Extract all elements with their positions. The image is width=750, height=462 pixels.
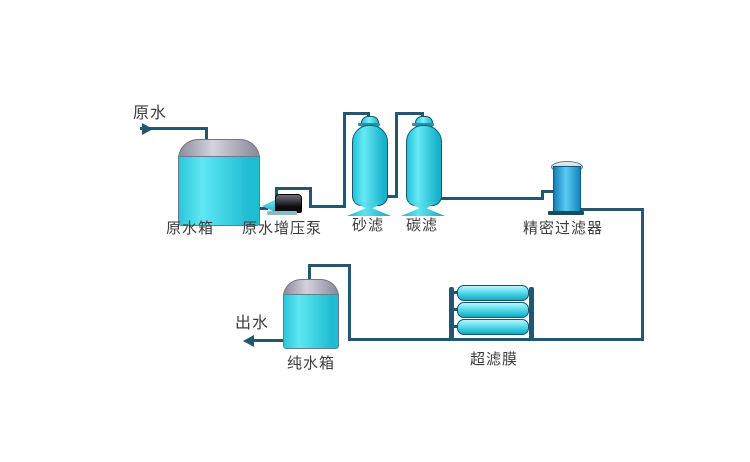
- pipe-pump-elbow-v1: [275, 187, 278, 197]
- pipe-precision-out-h: [577, 208, 644, 211]
- label-sand-filter: 砂滤: [351, 217, 384, 234]
- membrane-manifold-left: [449, 287, 454, 340]
- pipe-tank-to-pump: [256, 207, 268, 210]
- pipe-puretank-riser-v: [348, 264, 351, 341]
- pipe-puretank-stub-v: [308, 264, 311, 282]
- pipe-pump-to-riser: [309, 205, 346, 208]
- pure-water-tank-body: [283, 294, 339, 349]
- pipe-sand-riser-h: [343, 112, 370, 115]
- precision-filter-base: [548, 211, 584, 215]
- pipe-inlet-h: [140, 127, 208, 130]
- pipe-bottom-h: [348, 338, 644, 341]
- carbon-filter-vessel: [406, 125, 442, 206]
- membrane-cylinder-1: [457, 285, 529, 301]
- pipe-right-downcomer: [641, 208, 644, 341]
- raw-water-tank-body: [178, 156, 260, 226]
- pipe-precision-elbow-v: [541, 190, 544, 200]
- membrane-cylinder-2: [457, 302, 529, 318]
- label-precision-filter: 精密过滤器: [522, 220, 603, 237]
- pipe-pump-elbow-h1: [275, 187, 312, 190]
- membrane-stub: [452, 291, 459, 294]
- sand-filter-flange: [358, 123, 380, 126]
- label-pure-water-tank: 纯水箱: [286, 355, 335, 372]
- membrane-stub: [452, 308, 459, 311]
- inlet-flow-arrow: [142, 123, 153, 135]
- outlet-flow-arrow: [243, 335, 254, 347]
- label-uf-membrane: 超滤膜: [469, 351, 518, 368]
- label-raw-water-tank: 原水箱: [165, 220, 214, 237]
- carbon-filter-funnel: [401, 202, 445, 216]
- carbon-filter-flange: [412, 123, 434, 126]
- label-raw-water-inlet: 原水: [132, 105, 167, 122]
- pipe-puretank-top-h: [308, 264, 351, 267]
- precision-filter-body: [553, 166, 581, 215]
- membrane-manifold-right: [529, 287, 534, 340]
- label-carbon-filter: 碳滤: [405, 217, 438, 234]
- label-water-outlet: 出水: [234, 315, 269, 332]
- pipe-carbon-out-h: [438, 197, 544, 200]
- pipe-sand-to-carbon-h: [383, 195, 398, 198]
- pump-base: [267, 211, 297, 215]
- pipe-carbon-riser-v: [395, 112, 398, 198]
- pipe-inlet-v: [205, 127, 208, 147]
- pipe-outlet-h: [250, 339, 285, 342]
- pipe-sand-riser-v: [343, 112, 346, 208]
- pipe-precision-in-h: [541, 190, 557, 193]
- pipe-carbon-riser-h: [395, 112, 424, 115]
- membrane-stub: [452, 325, 459, 328]
- sand-filter-funnel: [347, 202, 391, 216]
- membrane-cylinder-3: [457, 319, 529, 335]
- label-booster-pump: 原水增压泵: [241, 220, 322, 237]
- sand-filter-vessel: [352, 125, 388, 206]
- pipe-pump-elbow-v2: [309, 187, 312, 208]
